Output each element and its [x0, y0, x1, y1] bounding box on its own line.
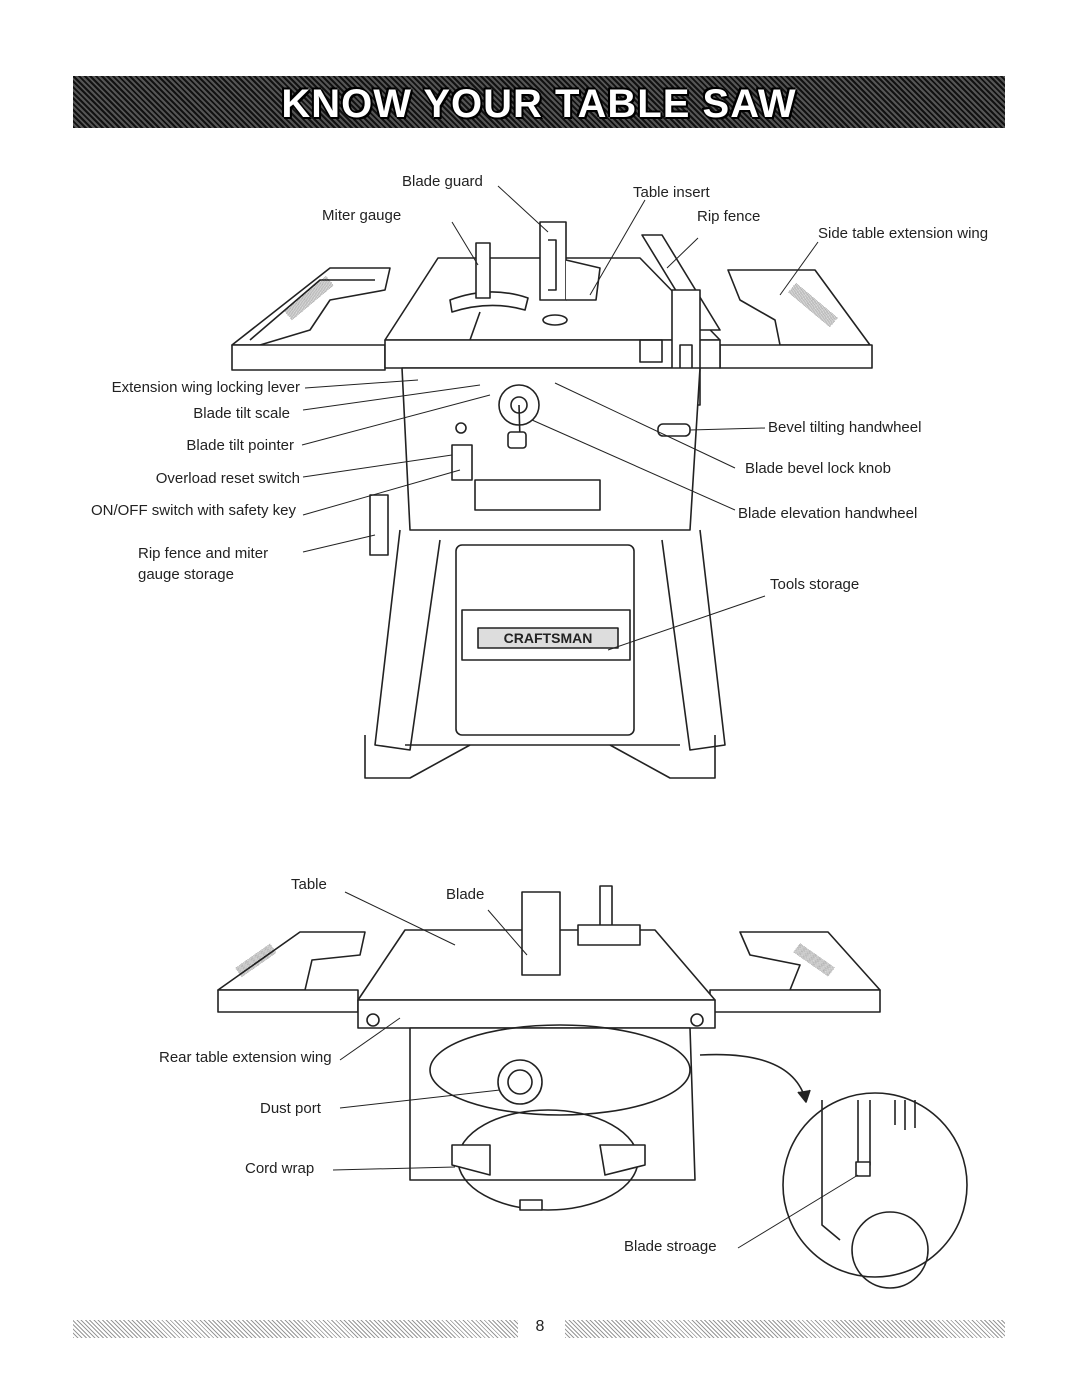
label-rear-table-extension-wing: Rear table extension wing [159, 1049, 332, 1066]
page-number: 8 [535, 1318, 545, 1335]
label-tools-storage: Tools storage [770, 576, 860, 593]
rear-leader-lines [332, 891, 859, 1249]
label-bevel-tilting-handwheel: Bevel tilting handwheel [768, 419, 922, 436]
label-extension-wing-locking-lever: Extension wing locking lever [111, 379, 300, 396]
craftsman-logo: CRAFTSMAN [504, 630, 593, 646]
label-blade-guard: Blade guard [402, 173, 483, 190]
label-table-insert: Table insert [633, 184, 710, 201]
footer-bar-right [565, 1320, 1005, 1338]
label-rip-fence-storage-line1: Rip fence and miter [138, 545, 269, 562]
label-miter-gauge: Miter gauge [322, 207, 402, 224]
label-dust-port: Dust port [260, 1100, 321, 1117]
title-banner: KNOW YOUR TABLE SAW [73, 76, 1005, 128]
label-blade-storage: Blade stroage [624, 1238, 717, 1255]
label-rip-fence-storage-line2: gauge storage [138, 566, 234, 583]
page-title: KNOW YOUR TABLE SAW [281, 82, 797, 126]
label-blade: Blade [446, 886, 485, 903]
label-side-table-extension-wing: Side table extension wing [818, 225, 989, 242]
front-leader-lines [301, 185, 819, 651]
label-on-off-switch: ON/OFF switch with safety key [90, 502, 296, 519]
label-blade-tilt-pointer: Blade tilt pointer [186, 437, 294, 454]
label-blade-elevation-handwheel: Blade elevation handwheel [738, 505, 918, 522]
label-cord-wrap: Cord wrap [245, 1160, 315, 1177]
footer-bar-left [73, 1320, 518, 1338]
rear-view-illustration: ▒▒▒▒▒▒ ▒▒▒▒▒▒ [217, 885, 968, 1289]
front-view-illustration: ▒▒▒▒▒▒▒ ▒▒▒▒▒▒▒ [231, 221, 873, 779]
label-overload-reset-switch: Overload reset switch [155, 470, 300, 487]
label-blade-bevel-lock-knob: Blade bevel lock knob [745, 460, 891, 477]
label-table: Table [291, 876, 327, 893]
label-blade-tilt-scale: Blade tilt scale [193, 405, 290, 422]
label-rip-fence: Rip fence [697, 208, 761, 225]
